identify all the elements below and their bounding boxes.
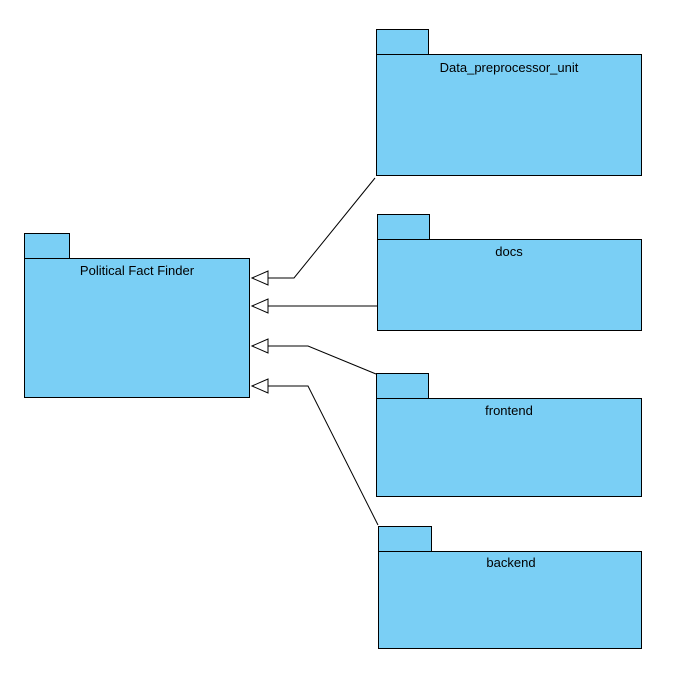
package-tab	[378, 526, 432, 552]
package-docs[interactable]: docs	[377, 214, 642, 331]
package-label: frontend	[485, 403, 533, 418]
package-tab	[377, 214, 430, 240]
package-body	[376, 54, 642, 176]
package-body	[24, 258, 250, 398]
package-label: docs	[495, 244, 523, 259]
connector-line	[268, 385, 379, 526]
hollow-triangle-arrowhead	[250, 378, 269, 394]
package-body	[378, 551, 642, 649]
generalization-backend[interactable]	[250, 378, 379, 526]
package-body	[376, 398, 642, 497]
package-label: Data_preprocessor_unit	[440, 60, 579, 75]
package-political-fact-finder[interactable]: Political Fact Finder	[24, 233, 250, 398]
hollow-triangle-arrowhead	[250, 298, 269, 314]
package-tab	[24, 233, 70, 259]
generalization-docs[interactable]	[250, 298, 377, 314]
hollow-triangle-arrowhead	[250, 270, 269, 286]
package-label: Political Fact Finder	[80, 263, 195, 278]
package-data-preprocessor-unit[interactable]: Data_preprocessor_unit	[376, 29, 642, 176]
generalization-frontend[interactable]	[250, 338, 377, 375]
package-tab	[376, 29, 429, 55]
connector-line	[268, 345, 377, 375]
connector-line	[268, 177, 376, 279]
package-backend[interactable]: backend	[378, 526, 642, 649]
package-tab	[376, 373, 429, 399]
package-label: backend	[486, 555, 535, 570]
generalization-data-preprocessor-unit[interactable]	[250, 177, 376, 286]
hollow-triangle-arrowhead	[250, 338, 269, 354]
package-body	[377, 239, 642, 331]
package-frontend[interactable]: frontend	[376, 373, 642, 497]
